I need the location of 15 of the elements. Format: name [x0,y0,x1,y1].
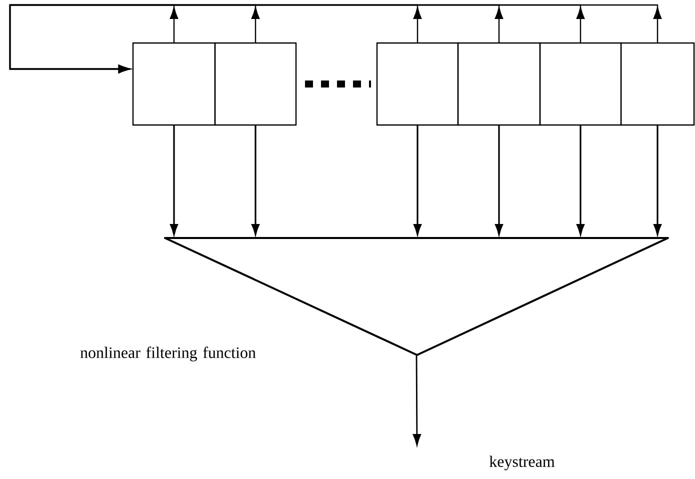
register-cell [539,42,622,126]
function-label: nonlinear filtering function [80,346,256,362]
register-cell [620,42,695,126]
arrow [576,125,585,235]
register-cell [457,42,541,126]
arrow [654,125,662,235]
arrow [170,125,178,235]
arrow [414,125,422,235]
arrow [252,125,260,235]
register-cell [214,42,297,126]
arrow [495,125,504,235]
register-cell [132,42,216,126]
edge-label: keystream [488,454,556,472]
register-cell [376,42,459,126]
output-arrow [412,356,421,446]
